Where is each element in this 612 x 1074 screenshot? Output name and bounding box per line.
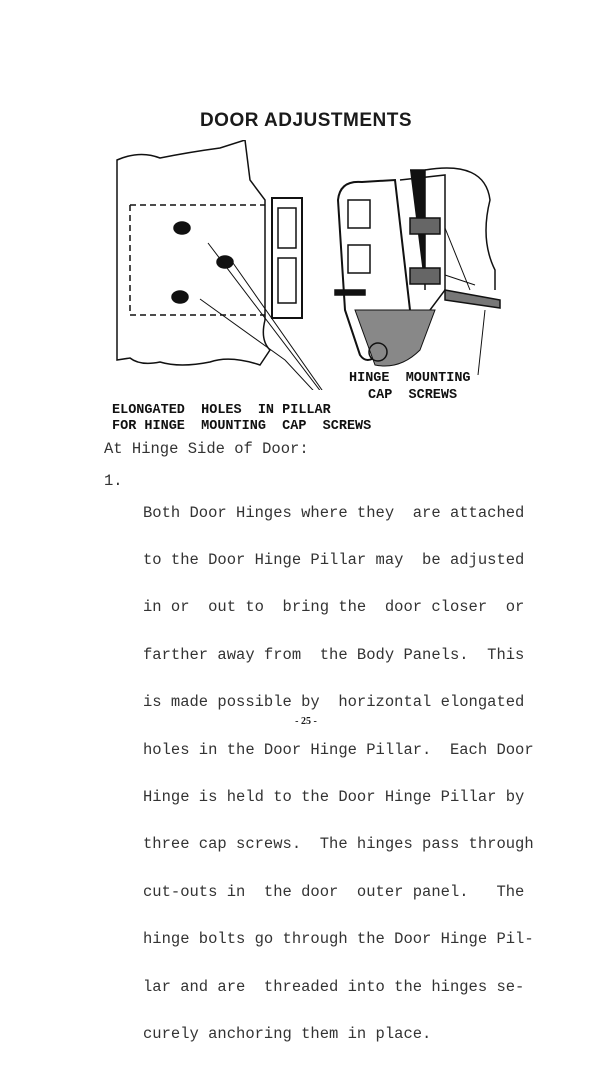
text-line: to the Door Hinge Pillar may be adjusted <box>143 550 525 569</box>
text-line: curely anchoring them in place. <box>143 1024 432 1043</box>
pillar-illustration <box>116 140 323 390</box>
text-line: cut-outs in the door outer panel. The <box>143 882 525 901</box>
text-line: is made possible by horizontal elongated <box>143 693 525 712</box>
text-line: lar and are threaded into the hinges se- <box>143 977 525 996</box>
text-line: Both Door Hinges where they are attached <box>143 503 525 522</box>
door-hinge-diagram <box>116 140 501 390</box>
section-heading: At Hinge Side of Door: <box>104 440 309 458</box>
page-number: - 25 - <box>295 716 317 727</box>
callout-hinge-mounting-line1: HINGE MOUNTING <box>349 371 471 386</box>
text-line: three cap screws. The hinges pass throug… <box>143 835 534 854</box>
text-line: holes in the Door Hinge Pillar. Each Doo… <box>143 740 534 759</box>
cross-section-illustration <box>334 167 501 376</box>
callout-elongated-holes-line2: FOR HINGE MOUNTING CAP SCREWS <box>112 419 372 434</box>
item-number: 1. <box>104 472 123 490</box>
text-line: farther away from the Body Panels. This <box>143 645 525 664</box>
item-text: Both Door Hinges where they are attached… <box>143 474 534 1074</box>
page-title: DOOR ADJUSTMENTS <box>199 110 413 131</box>
text-line: Hinge is held to the Door Hinge Pillar b… <box>143 787 525 806</box>
callout-hinge-mounting-line2: CAP SCREWS <box>368 388 458 403</box>
text-line: in or out to bring the door closer or <box>143 598 525 617</box>
callout-elongated-holes-line1: ELONGATED HOLES IN PILLAR <box>112 403 331 418</box>
text-line: hinge bolts go through the Door Hinge Pi… <box>143 930 534 949</box>
